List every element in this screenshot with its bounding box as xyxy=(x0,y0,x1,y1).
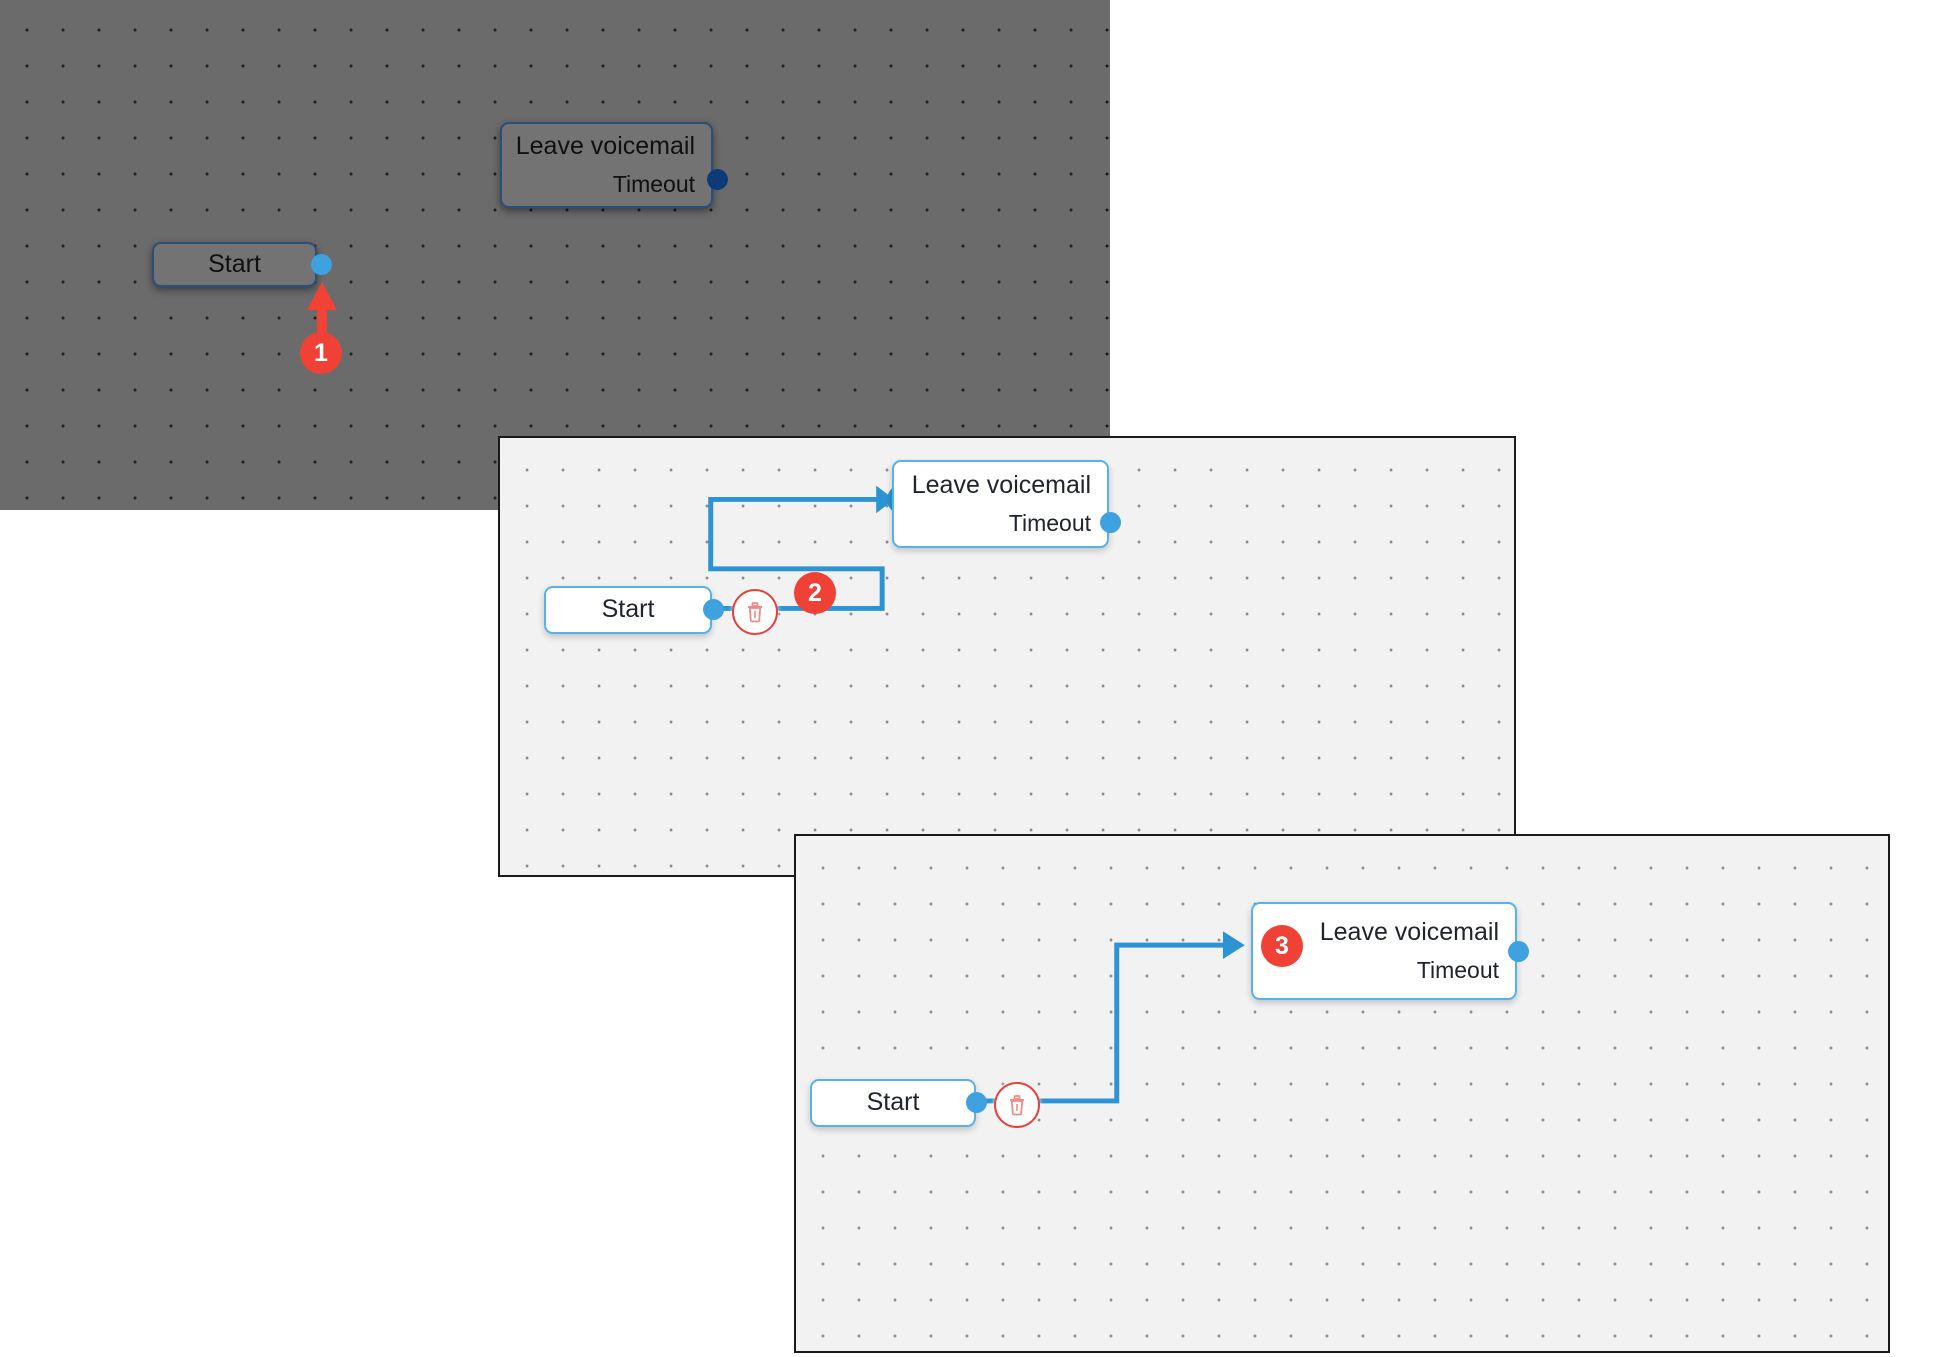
trash-icon xyxy=(748,602,762,623)
node-title: Start xyxy=(601,595,655,624)
step-badge-3: 3 xyxy=(1261,925,1303,967)
delete-connection-button[interactable] xyxy=(732,589,778,635)
node-leave-voicemail[interactable]: Leave voicemail Timeout xyxy=(1251,902,1517,1000)
annotation-arrow-1-icon xyxy=(307,282,337,358)
step-badge-1: 1 xyxy=(300,332,342,374)
node-subtitle: Timeout xyxy=(1416,957,1499,984)
node-start[interactable]: Start xyxy=(544,586,712,634)
port-start-output[interactable] xyxy=(703,599,724,620)
flow-canvas-panel-1[interactable]: Leave voicemail Timeout Start 1 xyxy=(0,0,1110,510)
node-title: Leave voicemail xyxy=(911,470,1091,499)
node-title: Leave voicemail xyxy=(1319,917,1499,946)
port-leave-voicemail-output[interactable] xyxy=(1100,512,1121,533)
node-leave-voicemail[interactable]: Leave voicemail Timeout xyxy=(892,460,1109,548)
flow-canvas-panel-2[interactable]: Leave voicemail Timeout Start 2 xyxy=(498,436,1516,877)
node-start[interactable]: Start xyxy=(810,1079,976,1127)
step-badge-2: 2 xyxy=(794,572,836,614)
node-start[interactable]: Start xyxy=(152,242,317,287)
node-subtitle: Timeout xyxy=(1008,510,1091,537)
port-leave-voicemail-output[interactable] xyxy=(707,169,728,190)
node-subtitle: Timeout xyxy=(612,171,695,198)
port-start-output[interactable] xyxy=(966,1092,987,1113)
node-title: Start xyxy=(208,249,261,278)
flow-canvas-panel-3[interactable]: Leave voicemail Timeout 3 Start xyxy=(794,834,1890,1353)
port-leave-voicemail-output[interactable] xyxy=(1508,941,1529,962)
node-leave-voicemail[interactable]: Leave voicemail Timeout xyxy=(500,122,713,208)
delete-connection-button[interactable] xyxy=(994,1082,1040,1128)
node-title: Start xyxy=(866,1088,920,1117)
node-title: Leave voicemail xyxy=(515,131,695,160)
trash-icon xyxy=(1010,1095,1024,1116)
port-start-output[interactable] xyxy=(311,254,332,275)
